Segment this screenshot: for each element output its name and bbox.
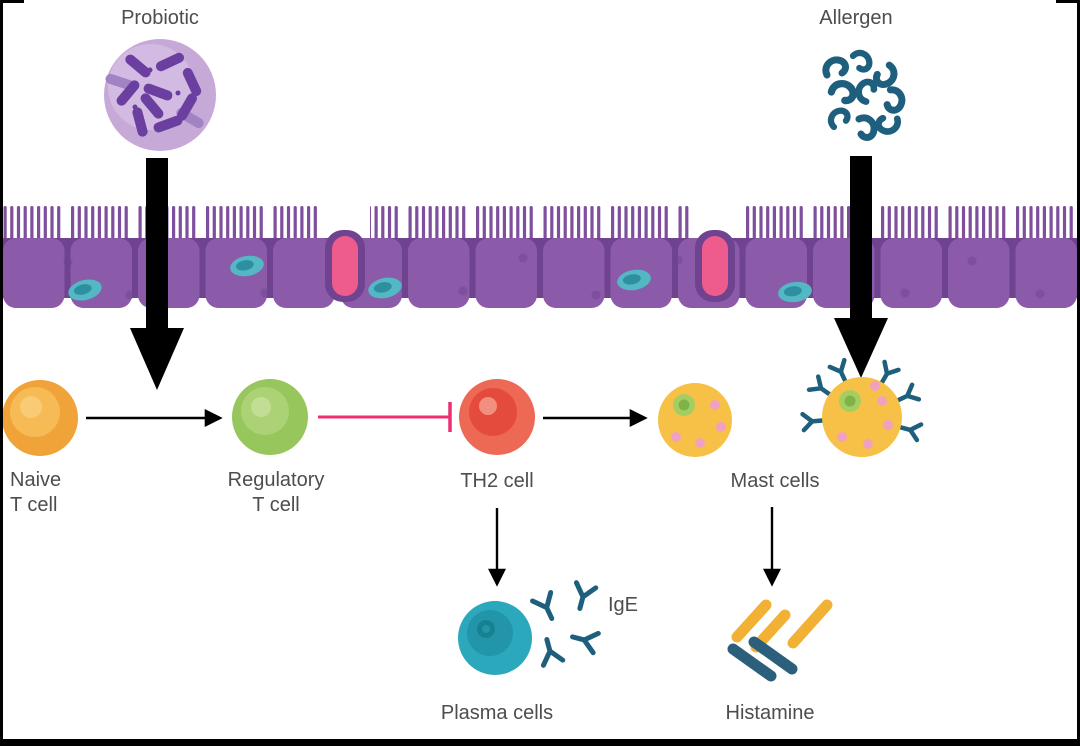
bacterium-rod <box>182 67 202 97</box>
ige-antibody-icon <box>570 583 596 611</box>
bacterium-rod <box>177 93 197 121</box>
ige-label: IgE <box>608 594 638 616</box>
allergen-entry-arrow <box>834 156 888 378</box>
embedded-teal-cell <box>778 281 812 303</box>
embedded-teal-cell <box>617 269 651 291</box>
th2-cell-label: TH2 cell <box>460 470 533 492</box>
probiotic-entry-arrow <box>130 158 184 390</box>
probiotic-icon <box>104 39 216 151</box>
cell-nuclei-dots <box>63 253 1045 300</box>
th2-cell <box>459 379 535 455</box>
bacterium-speck <box>175 90 181 96</box>
plasma-cells-label: Plasma cells <box>441 702 553 724</box>
inhibition-link-regulatory-to-th2 <box>318 402 452 432</box>
embedded-teal-cell <box>68 279 102 301</box>
bacterium-rod <box>125 54 151 78</box>
regulatory-t-cell-label-line1: Regulatory <box>228 469 325 491</box>
allergen-label: Allergen <box>819 7 892 29</box>
bacterium-rod <box>143 83 173 101</box>
probiotic-label: Probiotic <box>121 7 199 29</box>
mast-cell <box>658 383 732 457</box>
mast-cells-label: Mast cells <box>731 470 820 492</box>
bacterium-rod <box>116 80 140 106</box>
embedded-teal-cell <box>230 255 264 277</box>
goblet-cell <box>325 230 365 302</box>
allergen-icon <box>826 50 905 137</box>
naive-t-cell-label-line1: Naive <box>10 469 61 491</box>
regulatory-t-cell <box>232 379 308 455</box>
ige-antibody-icon <box>570 627 598 653</box>
plasma-cell <box>458 601 532 675</box>
microvilli-band <box>0 204 1080 240</box>
naive-t-cell-label-line2: T cell <box>10 494 57 516</box>
bacterium-rod <box>105 73 135 91</box>
epithelial-cell-row <box>0 238 1080 310</box>
bacterium-rod <box>155 52 185 72</box>
ige-antibody-icon <box>537 637 563 665</box>
embedded-teal-cell <box>368 277 402 299</box>
regulatory-t-cell-label-line2: T cell <box>252 494 299 516</box>
bacterium-speck <box>132 104 138 110</box>
activated-mast-cell <box>803 360 922 457</box>
histamine-icon <box>727 599 833 682</box>
ige-antibody-icon <box>533 593 561 623</box>
ige-antibodies <box>533 583 599 666</box>
naive-t-cell <box>2 380 78 456</box>
bacterium-speck <box>147 67 153 73</box>
bacterium-rod <box>140 93 164 119</box>
histamine-label: Histamine <box>726 702 815 724</box>
bacterium-rod <box>132 107 148 137</box>
epithelial-barrier <box>0 200 1080 310</box>
bacterium-rod <box>153 115 183 133</box>
goblet-cell <box>695 230 735 302</box>
